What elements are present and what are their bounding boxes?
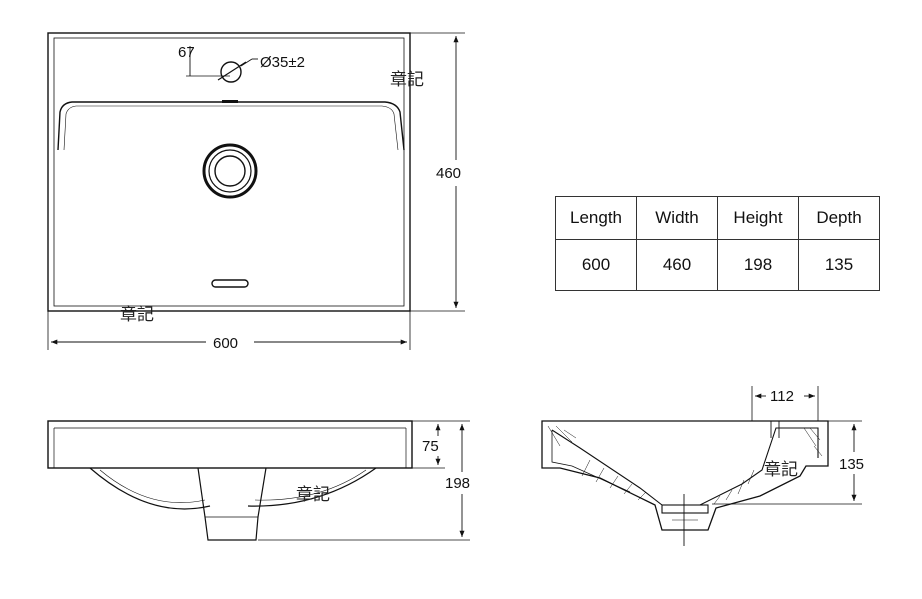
overflow-slot	[211, 279, 249, 288]
spec-value-width: 460	[636, 239, 718, 291]
side-section-view	[541, 386, 862, 546]
watermark: 章記	[390, 70, 424, 90]
dim-faucet-offset: 67	[178, 44, 195, 61]
overflow-slot-top	[222, 100, 238, 103]
side-outer-profile	[541, 420, 829, 531]
basin-inner-rim	[53, 37, 405, 307]
spec-header-depth: Depth	[798, 196, 880, 240]
spec-header-height: Height	[717, 196, 799, 240]
spec-value-length: 600	[555, 239, 637, 291]
watermark: 章記	[764, 460, 798, 480]
faucet-hole	[220, 61, 242, 83]
dim-rim-height: 75	[422, 438, 439, 455]
dim-top-length: 600	[213, 335, 238, 352]
watermark: 章記	[296, 485, 330, 505]
spec-value-height: 198	[717, 239, 799, 291]
dim-total-height: 198	[445, 475, 470, 492]
spec-header-length: Length	[555, 196, 637, 240]
front-rim	[47, 420, 413, 469]
spec-value-depth: 135	[798, 239, 880, 291]
front-pedestal	[197, 467, 267, 541]
dim-side-depth: 135	[839, 456, 864, 473]
spec-header-width: Width	[636, 196, 718, 240]
spec-header-row: Length Width Height Depth	[555, 196, 880, 240]
basin-bowl-edge	[57, 101, 405, 151]
front-view	[47, 420, 470, 541]
spec-value-row: 600 460 198 135	[555, 239, 880, 291]
drain-outer	[202, 143, 258, 199]
spec-table: Length Width Height Depth 600 460 198 13…	[555, 196, 880, 291]
dim-top-width: 460	[436, 165, 461, 182]
dim-side-top: 112	[770, 388, 794, 405]
basin-outer-outline	[47, 32, 411, 312]
front-bowl	[89, 467, 377, 510]
dim-faucet-hole: Ø35±2	[260, 54, 305, 71]
side-inner-profile	[551, 427, 819, 506]
watermark: 章記	[120, 305, 154, 325]
top-view	[47, 32, 465, 350]
